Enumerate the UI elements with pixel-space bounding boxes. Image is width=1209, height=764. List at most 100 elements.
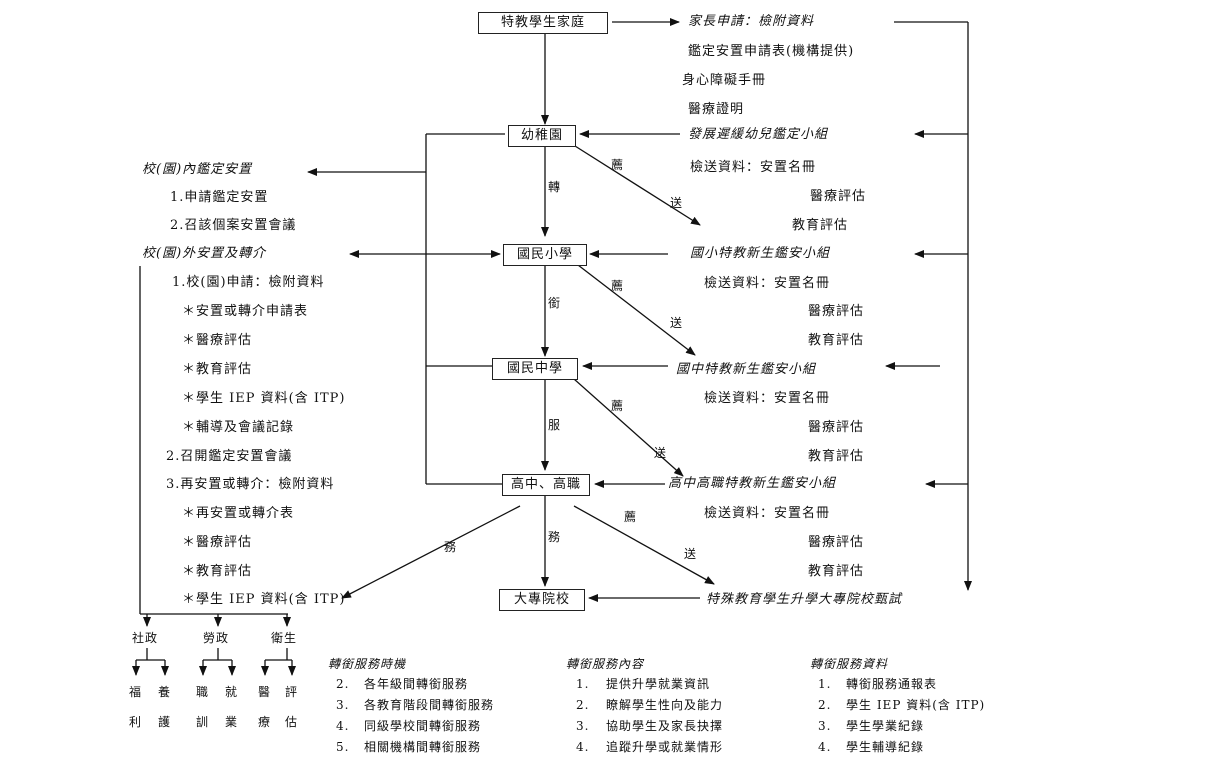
sh-doc-placement: 檢送資料：安置名冊 xyxy=(704,506,831,521)
data-num-4: 4. xyxy=(818,740,832,754)
apply-item-2: 身心障礙手冊 xyxy=(682,73,767,88)
timing-title: 轉銜服務時機 xyxy=(328,657,407,671)
label-jian-1: 薦 xyxy=(611,158,624,172)
agency-social: 社政 xyxy=(132,631,159,645)
college-exam: 特殊教育學生升學大專院校甄試 xyxy=(706,592,903,607)
service-6-bottom: 估 xyxy=(285,715,299,729)
kg-doc-education: 教育評估 xyxy=(792,218,849,233)
elem-group: 國小特教新生鑑安小組 xyxy=(690,246,831,261)
box-junior-high: 國民中學 xyxy=(492,358,578,380)
content-title: 轉銜服務內容 xyxy=(566,657,645,671)
service-6-top: 評 xyxy=(285,685,299,699)
outside-item-4: ＊教育評估 xyxy=(182,362,253,377)
data-text-1: 轉銜服務通報表 xyxy=(846,677,938,691)
label-wu: 務 xyxy=(548,530,561,544)
label-song-3: 送 xyxy=(654,446,667,460)
service-1-bottom: 利 xyxy=(129,715,143,729)
label-zhuan: 轉 xyxy=(548,180,561,194)
outside-item-12: ＊學生 IEP 資料(含 ITP) xyxy=(182,592,346,607)
timing-num-2: 3. xyxy=(336,698,350,712)
box-senior-high: 高中、高職 xyxy=(502,474,590,496)
outside-item-9: ＊再安置或轉介表 xyxy=(182,506,295,521)
kg-group: 發展遲緩幼兒鑑定小組 xyxy=(688,127,829,142)
data-num-1: 1. xyxy=(818,677,832,691)
data-text-3: 學生學業紀錄 xyxy=(846,719,925,733)
apply-item-3: 醫療證明 xyxy=(688,102,745,117)
label-song-4: 送 xyxy=(684,547,697,561)
content-text-4: 追蹤升學或就業情形 xyxy=(606,740,724,754)
timing-text-4: 相關機構間轉銜服務 xyxy=(364,740,482,754)
outside-title: 校(園)外安置及轉介 xyxy=(142,246,267,261)
timing-num-1: 2. xyxy=(336,677,350,691)
apply-title: 家長申請：檢附資料 xyxy=(688,14,815,29)
timing-text-3: 同級學校間轉銜服務 xyxy=(364,719,482,733)
label-fu: 服 xyxy=(548,418,561,432)
jh-doc-medical: 醫療評估 xyxy=(808,420,865,435)
elem-doc-education: 教育評估 xyxy=(808,333,865,348)
data-title: 轉銜服務資料 xyxy=(810,657,889,671)
inside-item-1: 1.申請鑑定安置 xyxy=(170,190,269,205)
data-text-2: 學生 IEP 資料(含 ITP) xyxy=(846,698,986,712)
service-4-bottom: 業 xyxy=(225,715,239,729)
label-song-2: 送 xyxy=(670,316,683,330)
box-family: 特教學生家庭 xyxy=(478,12,608,34)
data-num-3: 3. xyxy=(818,719,832,733)
label-jian-2: 薦 xyxy=(611,279,624,293)
diag-elem-recommend xyxy=(577,264,696,356)
inside-title: 校(園)內鑑定安置 xyxy=(142,162,253,177)
elem-doc-medical: 醫療評估 xyxy=(808,304,865,319)
outside-item-1: 1.校(園)申請：檢附資料 xyxy=(172,275,325,290)
timing-text-2: 各教育階段間轉銜服務 xyxy=(364,698,495,712)
jh-doc-placement: 檢送資料：安置名冊 xyxy=(704,391,831,406)
sh-doc-medical: 醫療評估 xyxy=(808,535,865,550)
content-num-3: 3. xyxy=(576,719,590,733)
elem-doc-placement: 檢送資料：安置名冊 xyxy=(704,276,831,291)
outside-item-7: 2.召開鑑定安置會議 xyxy=(166,449,293,464)
outside-item-11: ＊教育評估 xyxy=(182,564,253,579)
service-4-top: 就 xyxy=(225,685,239,699)
data-num-2: 2. xyxy=(818,698,832,712)
data-text-4: 學生輔導紀錄 xyxy=(846,740,925,754)
inside-item-2: 2.召該個案安置會議 xyxy=(170,218,297,233)
kg-doc-medical: 醫療評估 xyxy=(810,189,867,204)
agency-health: 衛生 xyxy=(271,631,298,645)
content-num-1: 1. xyxy=(576,677,590,691)
timing-text-1: 各年級間轉銜服務 xyxy=(364,677,469,691)
service-5-bottom: 療 xyxy=(258,715,272,729)
diag-jh-recommend xyxy=(573,378,684,477)
service-1-top: 福 xyxy=(129,685,143,699)
box-kindergarten: 幼稚園 xyxy=(508,125,576,147)
service-3-top: 職 xyxy=(196,685,210,699)
content-num-4: 4. xyxy=(576,740,590,754)
sh-doc-education: 教育評估 xyxy=(808,564,865,579)
jh-doc-education: 教育評估 xyxy=(808,449,865,464)
label-xian: 銜 xyxy=(548,296,561,310)
content-num-2: 2. xyxy=(576,698,590,712)
outside-item-8: 3.再安置或轉介：檢附資料 xyxy=(166,477,335,492)
outside-item-5: ＊學生 IEP 資料(含 ITP) xyxy=(182,391,346,406)
service-2-bottom: 護 xyxy=(158,715,172,729)
timing-num-4: 5. xyxy=(336,740,350,754)
content-text-2: 瞭解學生性向及能力 xyxy=(606,698,724,712)
label-jian-3: 薦 xyxy=(611,399,624,413)
diag-sh-recommend xyxy=(573,505,715,585)
timing-num-3: 4. xyxy=(336,719,350,733)
service-5-top: 醫 xyxy=(258,685,272,699)
diag-sh-to-outside xyxy=(341,505,521,599)
service-3-bottom: 訓 xyxy=(196,715,210,729)
box-elementary: 國民小學 xyxy=(503,244,587,266)
content-text-1: 提供升學就業資訊 xyxy=(606,677,711,691)
apply-item-1: 鑑定安置申請表(機構提供) xyxy=(688,44,855,59)
diag-kg-recommend xyxy=(574,145,701,226)
sh-group: 高中高職特教新生鑑安小組 xyxy=(668,476,837,491)
outside-item-3: ＊醫療評估 xyxy=(182,333,253,348)
jh-group: 國中特教新生鑑安小組 xyxy=(676,362,817,377)
outside-item-10: ＊醫療評估 xyxy=(182,535,253,550)
kg-doc-placement: 檢送資料：安置名冊 xyxy=(690,160,817,175)
label-jian-4: 薦 xyxy=(624,510,637,524)
agency-labor: 勞政 xyxy=(203,631,230,645)
content-text-3: 協助學生及家長抉擇 xyxy=(606,719,724,733)
outside-item-6: ＊輔導及會議記錄 xyxy=(182,420,295,435)
